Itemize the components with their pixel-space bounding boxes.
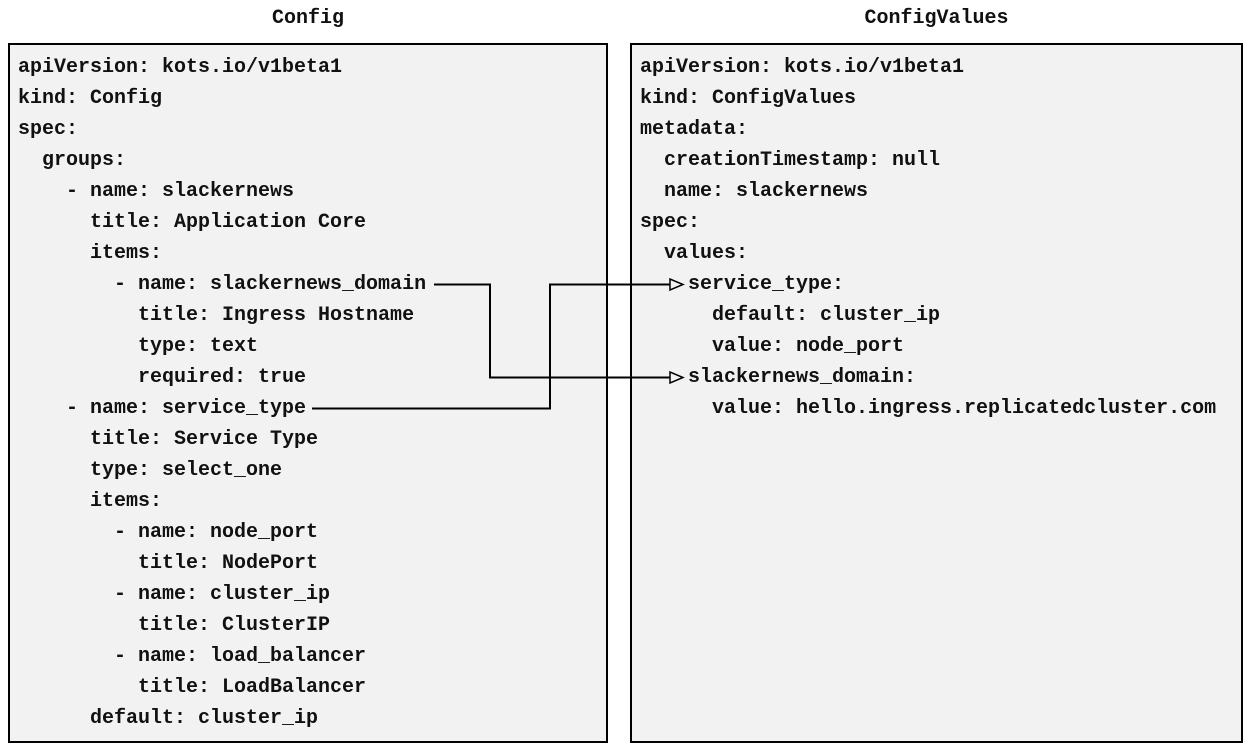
code-line: type: select_one	[18, 459, 283, 482]
code-line: metadata:	[640, 118, 749, 141]
code-line: - name: cluster_ip	[18, 583, 331, 606]
code-line: title: ClusterIP	[18, 614, 331, 637]
code-line: type: text	[18, 335, 259, 358]
code-line: values:	[640, 242, 749, 265]
code-line: title: LoadBalancer	[18, 676, 367, 699]
code-line: value: node_port	[640, 335, 905, 358]
code-line: - name: slackernews	[18, 180, 295, 203]
code-line: - name: service_type	[18, 397, 307, 420]
code-line: value: hello.ingress.replicatedcluster.c…	[640, 397, 1217, 420]
code-line: apiVersion: kots.io/v1beta1	[18, 56, 343, 79]
code-line: spec:	[640, 211, 701, 234]
code-line: spec:	[18, 118, 79, 141]
code-line: kind: Config	[18, 87, 163, 110]
code-line: items:	[18, 490, 163, 513]
code-line: default: cluster_ip	[18, 707, 319, 730]
code-line: title: Application Core	[18, 211, 367, 234]
code-line: title: Ingress Hostname	[18, 304, 415, 327]
configvalues-yaml-code: apiVersion: kots.io/v1beta1 kind: ConfigV…	[640, 52, 1233, 424]
code-line: groups:	[18, 149, 127, 172]
code-line: required: true	[18, 366, 307, 389]
code-line: slackernews_domain:	[640, 366, 917, 389]
code-line: title: Service Type	[18, 428, 319, 451]
code-line: title: NodePort	[18, 552, 319, 575]
code-line: creationTimestamp: null	[640, 149, 941, 172]
code-line: - name: node_port	[18, 521, 319, 544]
code-line: - name: slackernews_domain	[18, 273, 427, 296]
code-line: service_type:	[640, 273, 845, 296]
code-line: name: slackernews	[640, 180, 869, 203]
code-line: kind: ConfigValues	[640, 87, 857, 110]
code-line: default: cluster_ip	[640, 304, 941, 327]
config-panel-title: Config	[271, 7, 344, 30]
config-panel: apiVersion: kots.io/v1beta1 kind: Config s…	[8, 43, 608, 743]
configvalues-panel: apiVersion: kots.io/v1beta1 kind: ConfigV…	[630, 43, 1243, 743]
configvalues-panel-title: ConfigValues	[864, 7, 1009, 30]
code-line: items:	[18, 242, 163, 265]
config-yaml-code: apiVersion: kots.io/v1beta1 kind: Config s…	[18, 52, 598, 734]
code-line: - name: load_balancer	[18, 645, 367, 668]
code-line: apiVersion: kots.io/v1beta1	[640, 56, 965, 79]
